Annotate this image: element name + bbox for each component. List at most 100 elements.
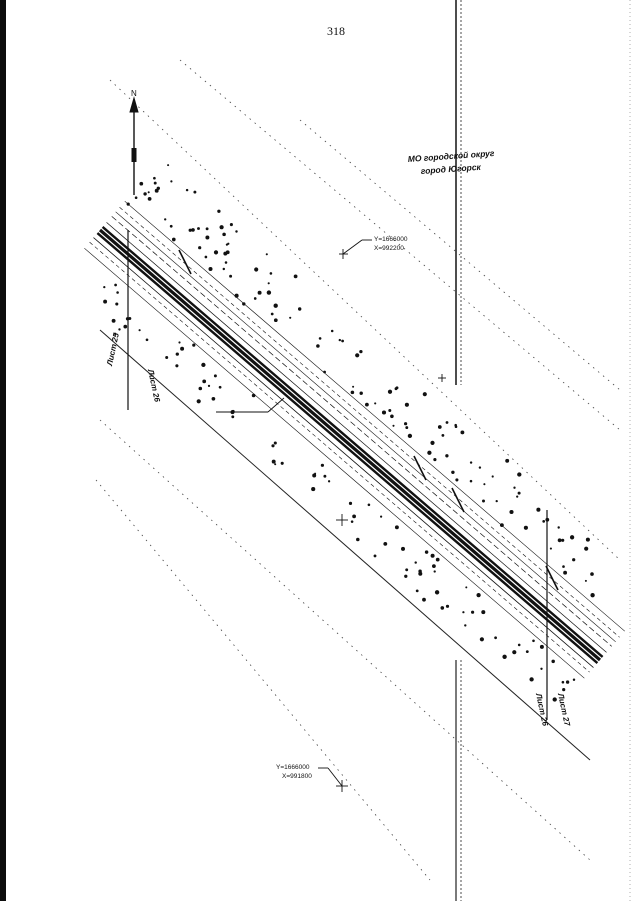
survey-point	[175, 352, 179, 356]
survey-point	[422, 392, 427, 397]
survey-point	[460, 430, 465, 435]
survey-point	[352, 514, 356, 519]
survey-point	[143, 192, 147, 196]
survey-point	[270, 312, 274, 316]
corridor-line-1	[119, 207, 620, 638]
survey-point	[380, 515, 383, 518]
survey-point	[405, 426, 409, 430]
survey-point	[454, 425, 458, 429]
survey-point	[427, 450, 431, 454]
survey-point	[293, 274, 298, 279]
coord-top-x: X=992200	[374, 245, 404, 252]
survey-point	[156, 186, 160, 190]
survey-point	[201, 362, 206, 368]
survey-point	[356, 537, 360, 542]
survey-point	[422, 597, 426, 602]
survey-point	[145, 338, 149, 342]
survey-point	[365, 402, 369, 407]
survey-point	[367, 503, 371, 507]
survey-point	[352, 385, 355, 388]
survey-point	[208, 267, 213, 271]
survey-point	[512, 650, 517, 655]
corridor-line-6	[98, 228, 602, 662]
survey-point	[198, 386, 203, 391]
survey-point	[383, 541, 388, 546]
survey-point	[584, 546, 589, 551]
survey-point	[523, 525, 528, 530]
survey-point	[266, 290, 272, 295]
survey-point	[273, 441, 277, 445]
dotted-line-4	[299, 119, 621, 391]
survey-point	[445, 604, 450, 608]
survey-point	[359, 349, 363, 354]
survey-point	[441, 433, 445, 437]
survey-point	[314, 472, 317, 475]
survey-point	[229, 223, 233, 227]
survey-point	[350, 390, 355, 395]
coord-bottom-leader	[318, 767, 348, 792]
survey-point	[557, 526, 560, 529]
survey-point	[123, 324, 128, 329]
survey-point	[153, 176, 156, 180]
survey-point	[126, 202, 130, 206]
survey-point	[561, 680, 565, 684]
survey-point	[539, 644, 544, 649]
coord-bottom-x: X=991800	[282, 773, 312, 780]
survey-point	[298, 307, 302, 311]
survey-point	[476, 592, 481, 598]
survey-point	[540, 667, 543, 670]
survey-point	[273, 318, 278, 323]
survey-points	[103, 164, 595, 702]
survey-point	[433, 458, 437, 462]
survey-point	[318, 337, 322, 340]
survey-point	[401, 546, 405, 551]
survey-point	[483, 483, 486, 486]
survey-point	[242, 302, 246, 306]
survey-point	[116, 291, 119, 294]
survey-point	[394, 525, 399, 530]
survey-point	[435, 557, 440, 562]
survey-point	[381, 410, 387, 415]
survey-point	[517, 472, 522, 477]
survey-point	[222, 267, 226, 271]
survey-point	[178, 341, 181, 344]
survey-point	[451, 470, 455, 475]
survey-point	[213, 374, 217, 378]
survey-point	[274, 463, 277, 466]
survey-point	[188, 228, 192, 232]
survey-point	[170, 180, 173, 183]
survey-point	[254, 267, 259, 272]
survey-point	[196, 399, 201, 404]
survey-point	[481, 610, 486, 615]
culvert-tick-2	[451, 487, 465, 513]
survey-point	[273, 303, 278, 308]
survey-point	[432, 564, 436, 568]
sheet-26-top-label: Лист 26	[146, 368, 162, 404]
survey-point	[229, 274, 233, 278]
survey-point	[491, 475, 494, 478]
survey-point	[316, 344, 320, 348]
survey-point	[552, 697, 557, 702]
sheet-split-lines	[127, 230, 548, 720]
survey-point	[585, 537, 590, 542]
survey-point	[134, 196, 138, 200]
grid-cross-markers	[336, 374, 446, 526]
survey-point	[387, 389, 393, 394]
survey-point	[482, 499, 485, 503]
survey-point	[562, 688, 566, 692]
survey-point	[169, 224, 173, 228]
survey-point	[253, 297, 257, 300]
survey-point	[569, 535, 575, 540]
survey-point	[267, 282, 270, 285]
survey-point	[478, 466, 482, 469]
survey-point	[280, 461, 284, 465]
survey-point	[499, 523, 504, 528]
survey-point	[471, 610, 475, 614]
survey-point	[479, 637, 484, 642]
survey-point	[505, 458, 510, 463]
survey-point	[390, 414, 394, 419]
survey-point	[455, 478, 459, 482]
culvert-tick-0	[178, 249, 192, 275]
culvert-tick-3	[545, 565, 559, 591]
